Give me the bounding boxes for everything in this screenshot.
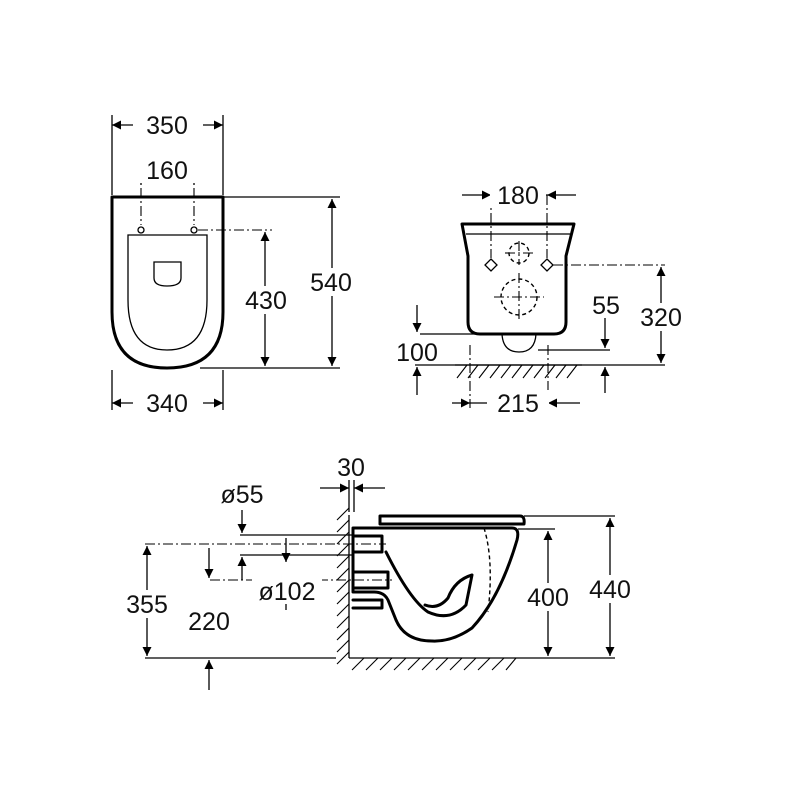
dim-180: 180 bbox=[497, 182, 539, 210]
seat-lid bbox=[378, 514, 526, 526]
top-view: 350 160 340 430 540 bbox=[110, 112, 362, 418]
outlet-pipe bbox=[351, 570, 390, 590]
bowl-outline-rear bbox=[460, 222, 576, 336]
rim-dashed bbox=[483, 527, 491, 613]
dim-320: 320 bbox=[640, 304, 682, 332]
dim-100: 100 bbox=[396, 339, 438, 367]
dim-430: 430 bbox=[245, 287, 287, 315]
dim-30: 30 bbox=[337, 454, 365, 482]
trapway bbox=[384, 550, 474, 618]
side-view: 30 ø55 ø102 355 220 400 440 bbox=[116, 454, 640, 690]
dim-350: 350 bbox=[146, 112, 188, 140]
dim-o55: ø55 bbox=[220, 481, 263, 509]
dim-340: 340 bbox=[146, 390, 188, 418]
bowl-profile bbox=[351, 526, 520, 643]
dim-o102: ø102 bbox=[259, 578, 316, 606]
dim-355: 355 bbox=[126, 591, 168, 619]
dim-400: 400 bbox=[527, 584, 569, 612]
bowl-outlet-top bbox=[153, 261, 182, 287]
outlet-rear bbox=[501, 333, 537, 353]
dim-55: 55 bbox=[592, 292, 620, 320]
dim-540: 540 bbox=[310, 269, 352, 297]
bowl-inner-top bbox=[127, 234, 208, 351]
dim-215: 215 bbox=[497, 390, 539, 418]
dim-160: 160 bbox=[146, 157, 188, 185]
bowl-outline-top bbox=[110, 195, 225, 370]
rear-view: 180 215 55 320 100 bbox=[396, 182, 690, 418]
dim-440: 440 bbox=[589, 576, 631, 604]
dim-220: 220 bbox=[188, 608, 230, 636]
